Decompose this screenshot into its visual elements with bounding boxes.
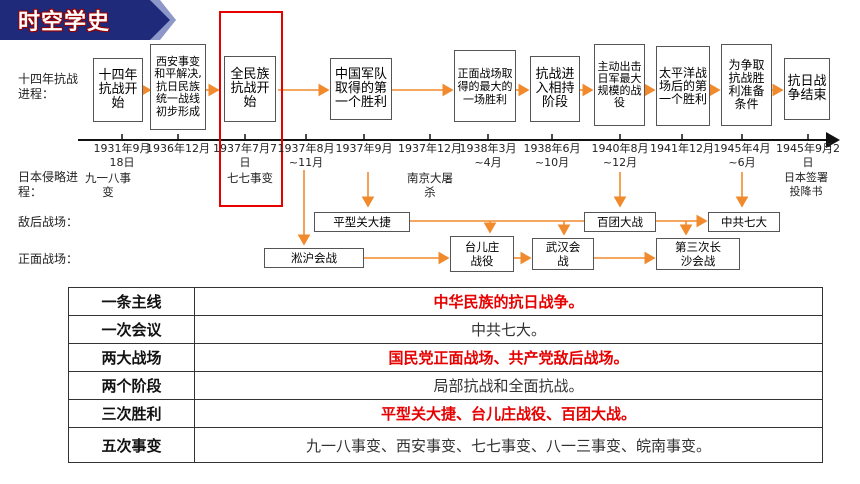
invasion-event: 南京大屠杀	[407, 171, 453, 199]
table-row: 两个阶段 局部抗战和全面抗战。	[68, 371, 823, 400]
table-row: 五次事变 九一八事变、西安事变、七七事变、八一三事变、皖南事变。	[68, 427, 823, 463]
table-row: 三次胜利 平型关大捷、台儿庄战役、百团大战。	[68, 399, 823, 428]
event-box: 全民族抗战开始	[224, 56, 276, 122]
summary-key: 三次胜利	[68, 399, 195, 428]
event-box: 西安事变和平解决,抗日民族统一战线初步形成	[150, 44, 206, 130]
date-label: 1945年4月~6月	[713, 142, 771, 169]
event-box: 太平洋战场后的第一个胜利	[656, 46, 710, 126]
banner-title: 时空学史	[18, 10, 111, 35]
table-row: 一次会议 中共七大。	[68, 315, 823, 344]
title-banner	[0, 0, 176, 40]
summary-value: 平型关大捷、台儿庄战役、百团大战。	[194, 399, 823, 428]
summary-key: 一次会议	[68, 315, 195, 344]
table-row: 两大战场 国民党正面战场、共产党敌后战场。	[68, 343, 823, 372]
front-battle-box: 淞沪会战	[264, 248, 364, 268]
summary-value: 中华民族的抗日战争。	[194, 287, 823, 316]
date-label: 1940年8月~12月	[591, 142, 649, 169]
date-label: 1941年12月	[650, 142, 714, 155]
event-box: 中国军队取得的第一个胜利	[330, 58, 392, 120]
rear-battle-box: 平型关大捷	[314, 212, 410, 232]
summary-key: 五次事变	[68, 427, 195, 463]
date-label: 1938年3月~4月	[459, 142, 517, 169]
front-battlefield-label: 正面战场：	[18, 252, 79, 266]
invasion-event: 日本签署投降书	[784, 171, 828, 198]
front-battle-box: 第三次长沙会战	[656, 238, 740, 270]
summary-key: 两个阶段	[68, 371, 195, 400]
date-label: 1937年8月~11月	[277, 142, 335, 169]
event-box: 主动出击日军最大规模的战役	[594, 44, 645, 126]
timeline-graphics	[78, 11, 840, 265]
summary-table: 一条主线 中华民族的抗日战争。 一次会议 中共七大。 两大战场 国民党正面战场、…	[68, 287, 823, 463]
timeline-label: 十四年抗战进程：	[18, 72, 79, 101]
front-battle-box: 武汉会战	[532, 238, 594, 270]
date-label: 1938年6月~10月	[523, 142, 581, 169]
summary-value: 局部抗战和全面抗战。	[194, 371, 823, 400]
event-box: 十四年抗战开始	[93, 58, 143, 122]
date-label: 1937年12月	[398, 142, 462, 155]
date-label: 1937年9月	[335, 142, 393, 155]
summary-key: 一条主线	[68, 287, 195, 316]
invasion-event: 七七事变	[227, 171, 273, 185]
rear-battle-box: 百团大战	[584, 212, 656, 232]
summary-value: 中共七大。	[194, 315, 823, 344]
date-label: 1936年12月	[146, 142, 210, 155]
summary-key: 两大战场	[68, 343, 195, 372]
rear-battlefield-label: 敌后战场：	[18, 215, 79, 229]
event-box: 为争取抗战胜利准备条件	[721, 44, 772, 126]
event-box: 抗战进入相持阶段	[530, 56, 580, 122]
date-label: 1937年7月7日	[213, 142, 277, 169]
date-label: 1931年9月18日	[93, 142, 151, 169]
rear-battle-box: 中共七大	[708, 212, 780, 232]
summary-value: 国民党正面战场、共产党敌后战场。	[194, 343, 823, 372]
event-box: 抗日战争结束	[784, 58, 830, 120]
table-row: 一条主线 中华民族的抗日战争。	[68, 287, 823, 316]
invasion-event: 九一八事变	[85, 171, 131, 199]
event-box: 正面战场取得的最大的一场胜利	[454, 50, 516, 122]
front-battle-box: 台儿庄战役	[450, 236, 514, 272]
invasion-label: 日本侵略进程：	[18, 170, 79, 199]
summary-value: 九一八事变、西安事变、七七事变、八一三事变、皖南事变。	[194, 427, 823, 463]
date-label: 1945年9月2日	[776, 142, 840, 169]
